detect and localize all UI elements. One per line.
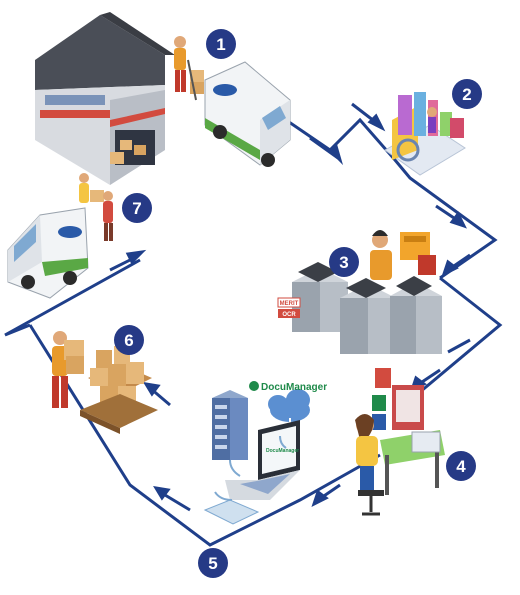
step-number-6: 6: [124, 331, 133, 350]
document-processing-illustration: [384, 92, 466, 176]
cloud-icon: [268, 389, 310, 438]
network-cables: [214, 435, 287, 501]
excel-file-icon: [372, 395, 386, 411]
arrow-head: [449, 211, 467, 229]
step-badge-5: 5: [198, 548, 228, 578]
path-segment-4-5: [28, 324, 381, 547]
arrow-head: [367, 113, 386, 132]
step-number-3: 3: [339, 253, 348, 272]
tablet-illustration: [203, 499, 260, 525]
worker-illustration: [174, 36, 204, 101]
scanner-2: [340, 278, 396, 354]
arrow-head: [327, 143, 344, 166]
box-storage-illustration: [80, 346, 158, 434]
step-badges: 1 2 3 4 5 6 7: [114, 29, 482, 578]
step-badge-1: 1: [206, 29, 236, 59]
path-segment-3-4: [419, 276, 503, 394]
step-badge-3: 3: [329, 247, 359, 277]
step-badge-7: 7: [122, 193, 152, 223]
office-worker-illustration: [355, 368, 445, 516]
flow-arrows: [109, 102, 471, 512]
arrow-head: [125, 249, 147, 265]
documanager-logo: DocuManager: [249, 381, 327, 393]
scanner-tag-1-text: MERIT: [280, 301, 299, 307]
word-file-icon: [372, 414, 386, 430]
arrow-head: [143, 381, 161, 397]
step-badge-6: 6: [114, 325, 144, 355]
scanner-tag-2-text: OCR: [282, 312, 296, 318]
step-badge-2: 2: [452, 79, 482, 109]
scanner-3: [390, 276, 442, 354]
arrow-head: [153, 485, 171, 501]
step-number-5: 5: [208, 554, 217, 573]
delivery-van-illustration: [204, 61, 291, 167]
server-rack-illustration: [212, 390, 248, 460]
documanager-logo-icon: [249, 381, 259, 391]
laptop-screen-logo: DocuManager: [266, 448, 299, 454]
step-number-4: 4: [456, 457, 466, 476]
arrow: [447, 338, 471, 354]
step-badge-4: 4: [446, 451, 476, 481]
arrow-head: [441, 259, 459, 277]
step-number-2: 2: [462, 85, 471, 104]
documanager-logo-text: DocuManager: [261, 382, 327, 393]
arrow-head: [311, 489, 329, 507]
warehouse-worker-illustration: [52, 331, 84, 408]
step-number-7: 7: [132, 199, 141, 218]
return-van-illustration: [7, 207, 89, 299]
path-segment-6-7: [4, 258, 141, 337]
warehouse-illustration: [35, 12, 175, 185]
scanner-station-illustration: MERIT OCR: [277, 230, 442, 354]
laptop-illustration: DocuManager: [225, 420, 300, 500]
step-number-1: 1: [216, 35, 225, 54]
scanner-tag: [278, 309, 300, 318]
delivery-workers-illustration: [79, 173, 113, 241]
scanner-tag: [277, 297, 301, 308]
document-management-illustration: DocuManager DocuManager: [203, 381, 327, 525]
